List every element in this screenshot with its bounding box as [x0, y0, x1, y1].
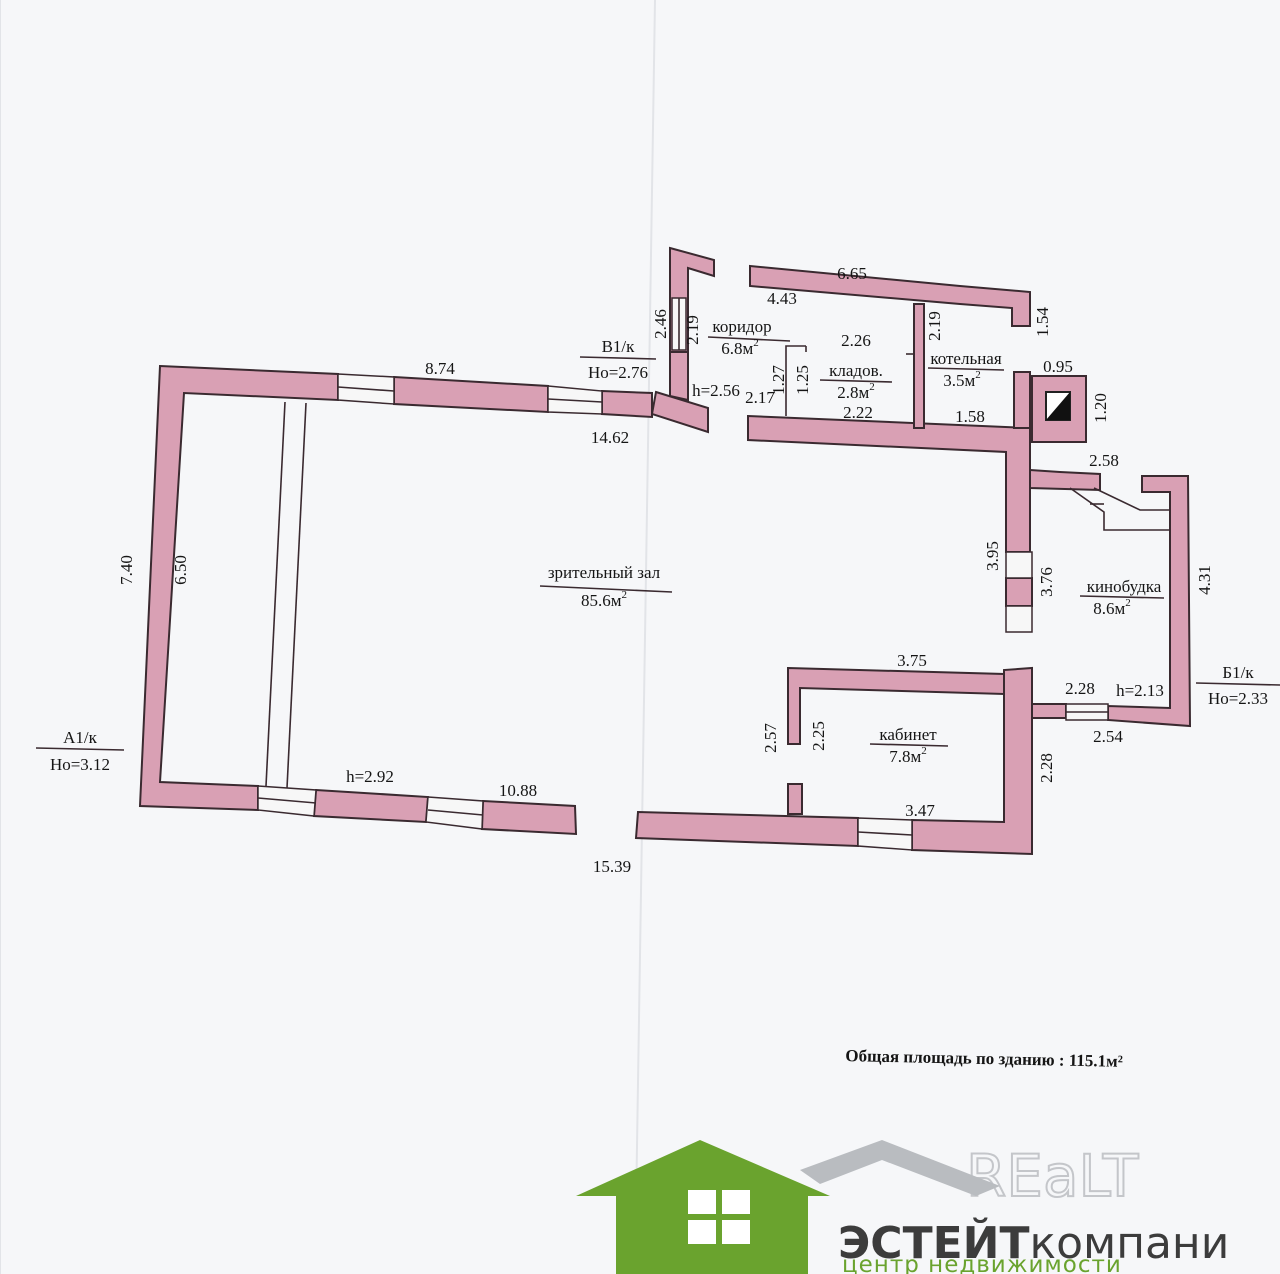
- company-logo: REaLT ЭСТЕЙТкомпани центр недвижимости: [576, 1140, 1229, 1274]
- svg-text:А1/к: А1/к: [63, 728, 98, 747]
- dim-3-95: 3.95: [983, 541, 1002, 571]
- dim-10-88: 10.88: [499, 781, 537, 800]
- logo-subtitle: центр недвижимости: [842, 1252, 1122, 1274]
- section-marker-a: А1/к Но=3.12: [35, 728, 125, 774]
- booth-area: 8.6м2: [1093, 597, 1131, 618]
- dim-2-28-booth: 2.28: [1065, 679, 1095, 698]
- boiler-partition: [913, 303, 925, 429]
- dim-1-20: 1.20: [1091, 393, 1110, 423]
- logo-watermark: REaLT: [966, 1142, 1139, 1210]
- dim-1-27: 1.27: [769, 365, 788, 395]
- office-area: 7.8м2: [889, 745, 927, 766]
- corridor-area: 6.8м2: [721, 337, 759, 358]
- top-wall: [749, 264, 1031, 327]
- hall-walls: [138, 364, 1033, 856]
- section-marker-v: В1/к Но=2.76: [579, 337, 657, 382]
- dim-1-54: 1.54: [1033, 307, 1052, 337]
- hall-name: зрительный зал: [548, 563, 661, 582]
- storage-name: кладов.: [829, 361, 883, 380]
- dim-2-22: 2.22: [843, 403, 873, 422]
- hall-windows: [257, 373, 1033, 851]
- boiler-area: 3.5м2: [943, 369, 981, 390]
- dim-14-62: 14.62: [591, 428, 629, 447]
- dim-4-31: 4.31: [1195, 565, 1214, 595]
- svg-text:Но=2.76: Но=2.76: [588, 363, 648, 382]
- dim-2-58: 2.58: [1089, 451, 1119, 470]
- logo-company-name: ЭСТЕЙТкомпани: [838, 1216, 1229, 1269]
- dim-2-19-boiler: 2.19: [925, 311, 944, 341]
- booth-walls: [1029, 468, 1192, 728]
- dim-2-54: 2.54: [1093, 727, 1123, 746]
- dim-2-17: 2.17: [745, 388, 775, 407]
- hall-screen-lines: [265, 401, 307, 789]
- dim-2-46: 2.46: [651, 309, 670, 339]
- section-marker-b: Б1/к Но=2.33: [1195, 663, 1280, 708]
- dim-7-40: 7.40: [117, 555, 136, 585]
- dim-2-26: 2.26: [841, 331, 871, 350]
- corridor-name: коридор: [712, 317, 771, 336]
- svg-text:Но=2.33: Но=2.33: [1208, 689, 1268, 708]
- dim-3-76: 3.76: [1037, 567, 1056, 597]
- dim-2-25: 2.25: [809, 721, 828, 751]
- office-name: кабинет: [879, 725, 937, 744]
- storage-area: 2.8м2: [837, 381, 875, 402]
- hall-area: 85.6м2: [581, 589, 627, 610]
- dimension-labels: 8.74 14.62 7.40 6.50 h=2.92 10.88 15.39 …: [117, 264, 1214, 876]
- room-labels: зрительный зал 85.6м2 коридор 6.8м2 клад…: [539, 317, 1165, 766]
- dim-0-95: 0.95: [1043, 357, 1073, 376]
- dim-h-2-56: h=2.56: [692, 381, 740, 400]
- dim-6-65: 6.65: [837, 264, 867, 283]
- dim-15-39: 15.39: [593, 857, 631, 876]
- office-walls: [787, 666, 1005, 815]
- dim-h-2-13: h=2.13: [1116, 681, 1164, 700]
- dim-6-50: 6.50: [171, 555, 190, 585]
- svg-text:Но=3.12: Но=3.12: [50, 755, 110, 774]
- svg-text:Б1/к: Б1/к: [1222, 663, 1254, 682]
- sheet-fold-line: [634, 0, 656, 1274]
- boiler-name: котельная: [930, 349, 1002, 368]
- booth-name: кинобудка: [1087, 577, 1162, 596]
- dim-2-57: 2.57: [761, 723, 780, 753]
- logo-window-icon: [688, 1190, 750, 1244]
- logo-roof-grey: [800, 1140, 1000, 1196]
- dim-1-58: 1.58: [955, 407, 985, 426]
- dim-3-75: 3.75: [897, 651, 927, 670]
- dim-1-25: 1.25: [793, 365, 812, 395]
- svg-text:В1/к: В1/к: [602, 337, 636, 356]
- chimney: [1013, 371, 1087, 443]
- dim-h-2-92: h=2.92: [346, 767, 394, 786]
- dim-2-19-corridor: 2.19: [683, 315, 702, 345]
- total-area-summary: Общая площадь по зданию : 115.1м²: [845, 1046, 1123, 1071]
- dim-2-28-office: 2.28: [1037, 753, 1056, 783]
- dim-8-74: 8.74: [425, 359, 455, 378]
- dim-3-47: 3.47: [905, 801, 935, 820]
- dim-4-43: 4.43: [767, 289, 797, 308]
